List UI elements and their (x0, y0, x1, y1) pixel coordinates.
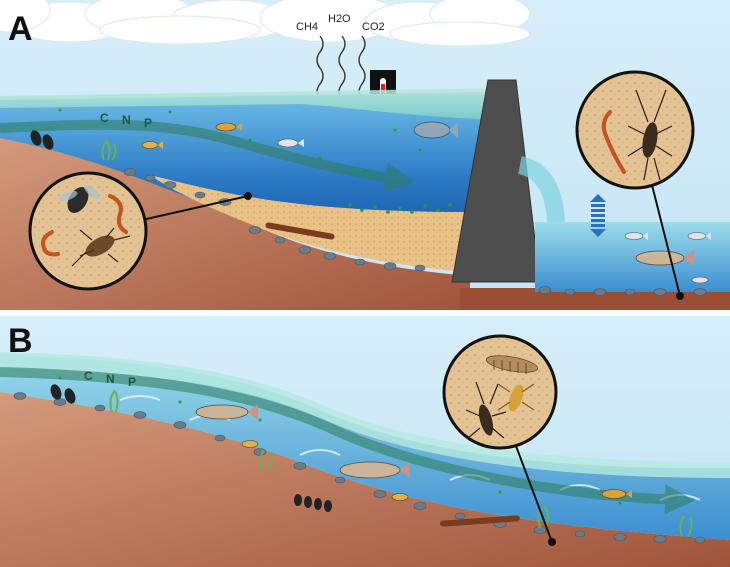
worm-icon (108, 194, 128, 234)
nutrient-label-n: N (106, 372, 115, 386)
stream-surface (0, 352, 730, 478)
riverbed-rocks (123, 168, 707, 296)
gas-label-ch4: CH4 (296, 21, 318, 33)
nutrient-particles (58, 108, 452, 214)
nutrient-label-p: P (144, 116, 152, 130)
callout-dot-a2 (676, 292, 684, 300)
up-down-arrow-icon (590, 194, 606, 237)
callout-dot-a1 (244, 192, 252, 200)
panel-letter-a: A (8, 10, 33, 48)
invertebrate-callout-b1 (442, 334, 558, 450)
mussel-icon (50, 384, 332, 512)
cloud-icon (0, 0, 531, 47)
insect-larva-icon (71, 227, 131, 267)
nutrient-flow-arrow (0, 119, 415, 193)
worm-icon (601, 110, 626, 174)
invertebrate-callout-a2 (575, 70, 695, 190)
gas-label-co2: CO2 (362, 21, 385, 33)
nutrient-flow-arrow (0, 367, 695, 515)
submerged-log (265, 222, 335, 240)
nutrient-label-p: P (128, 375, 136, 389)
callout-line-b1 (515, 445, 553, 543)
panel-divider (0, 310, 730, 316)
aquatic-plant-icon (101, 139, 117, 161)
insect-larva-icon (627, 89, 673, 181)
nutrient-label-n: N (122, 113, 131, 127)
insect-larva-icon (497, 383, 535, 412)
nutrient-label-c: C (100, 111, 109, 125)
insect-larva-icon (58, 184, 101, 213)
panel-b: B C N P (0, 316, 730, 567)
fish-icon (141, 121, 458, 149)
callout-dot-b1 (548, 538, 556, 546)
fish-icon (195, 404, 632, 501)
greenhouse-gas-labels: CH4 H2O CO2 (296, 13, 385, 33)
panel-a: A CH4 H2O CO2 C N (0, 0, 730, 310)
insect-larva-icon (485, 355, 539, 374)
nutrient-label-c: C (84, 369, 93, 383)
riverbed-rocks (13, 392, 706, 544)
callout-line-a2 (651, 184, 681, 297)
mussel-icon (30, 130, 54, 150)
reservoir-surface (0, 88, 510, 120)
worm-icon (41, 230, 60, 257)
invertebrate-callout-a1 (28, 171, 148, 291)
insect-larva-icon (465, 381, 507, 439)
vapor-wavy-lines (316, 35, 366, 101)
callout-line-a1 (141, 195, 249, 221)
submerged-log (440, 515, 520, 527)
gas-label-h2o: H2O (328, 13, 351, 25)
